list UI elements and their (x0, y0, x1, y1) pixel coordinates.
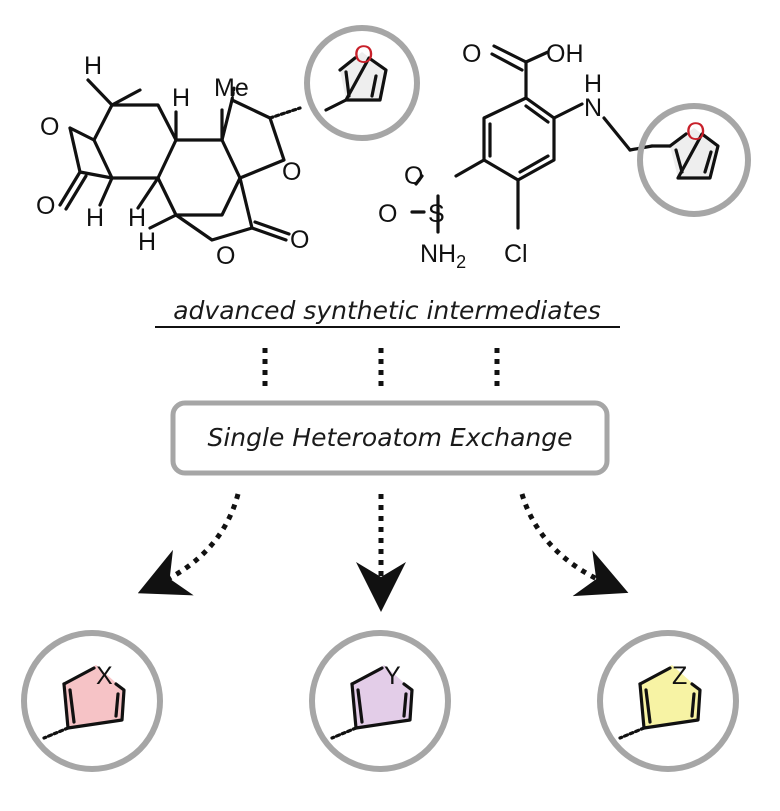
furan-highlight-circle-right (637, 103, 751, 217)
right-molecule-bonds (410, 44, 654, 234)
carbonyl-oxygen: O (36, 192, 55, 220)
bridge-oxygen: O (216, 242, 235, 270)
carbonyl-oxygen-2: O (290, 226, 309, 254)
product-x-atom: X (96, 662, 113, 690)
product-y-ring-fill (352, 665, 412, 728)
h-atom-ring: H (172, 84, 190, 112)
amine-h: H (584, 70, 602, 98)
sulfonamide-nh2: NH2 (420, 240, 466, 272)
exchange-box-label: Single Heteroatom Exchange (207, 423, 572, 452)
arrow-to-x (137, 493, 241, 596)
furan-ring-left (324, 52, 388, 112)
exchange-box (170, 400, 610, 476)
product-x-ring-fill (64, 665, 124, 728)
left-molecule-bonds (58, 78, 302, 242)
furan-ring-right (650, 128, 720, 180)
furan-oxygen-left: O (354, 41, 373, 69)
h-atom-top: H (84, 52, 102, 80)
product-y-atom: Y (384, 662, 401, 690)
h-atom-bottom: H (138, 228, 156, 256)
product-x-circle (21, 630, 163, 772)
sulfonyl-oxygen-2: O (378, 200, 397, 228)
product-y: Y (309, 630, 451, 772)
amine-n: N (584, 94, 602, 122)
product-z-circle (597, 630, 739, 772)
h-atom-lower: H (128, 204, 146, 232)
right-molecule: O OH N H S O O NH2 Cl O (378, 40, 751, 272)
intermediates-heading: advanced synthetic intermediates (173, 296, 601, 325)
product-z-atom: Z (672, 662, 687, 690)
h-atom-left: H (86, 204, 104, 232)
chlorine: Cl (504, 240, 528, 268)
methyl-label: Me (214, 74, 249, 102)
sulfonyl-oxygen-1: O (404, 162, 423, 190)
furan-highlight-circle (304, 25, 420, 141)
product-z-ring-fill (640, 665, 700, 728)
arrow-to-z (519, 493, 629, 597)
sulfur: S (428, 200, 445, 228)
product-z: Z (597, 630, 739, 772)
left-molecule: H H Me O O H H H O O O O (36, 25, 420, 270)
lactone-oxygen: O (40, 113, 59, 141)
ring-oxygen: O (282, 158, 301, 186)
product-x: X (21, 630, 163, 772)
product-y-circle (309, 630, 451, 772)
acid-oh: OH (546, 40, 584, 68)
furan-oxygen-right: O (686, 118, 705, 146)
acid-oxygen: O (462, 40, 481, 68)
